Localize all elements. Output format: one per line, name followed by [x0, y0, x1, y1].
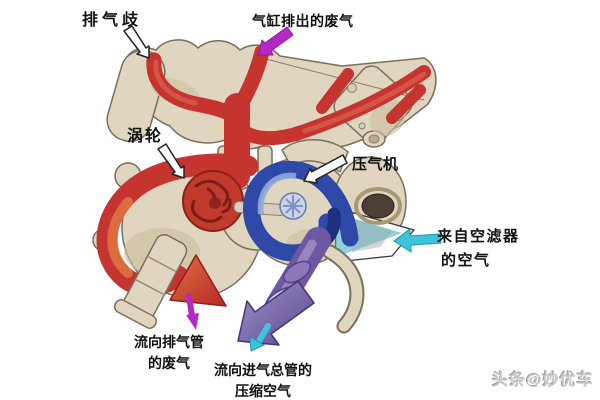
- runner-stub: [316, 68, 354, 114]
- label-compressed-air-to-intake: 流向进气总管的 压缩空气: [209, 360, 317, 400]
- label-exhaust-to-exhaust-pipe-line2: 的废气: [148, 355, 190, 371]
- compressed-air-pointer: [249, 323, 271, 352]
- intake-spiral-light: [257, 172, 297, 215]
- pipe-ring-upper: [282, 260, 312, 284]
- turbine-pointer-arrow: [157, 143, 185, 179]
- compressor-pointer-arrow: [303, 154, 348, 184]
- label-exhaust-manifold: 排气歧: [82, 12, 143, 29]
- bracket-loop: [324, 246, 363, 332]
- label-turbine: 涡轮: [127, 128, 164, 145]
- exhaust-out-pointer: [186, 293, 199, 330]
- label-cylinder-exhaust-gas: 气缸排出的废气: [252, 13, 354, 29]
- exhaust-out-arrow: [169, 254, 227, 307]
- exhaust-manifold-pointer-arrow: [123, 25, 150, 59]
- exhaust-flow-highlights: [153, 59, 427, 134]
- compressor-cylinder-bore: [354, 187, 402, 225]
- label-compressed-air-to-intake-line1: 流向进气总管的: [214, 362, 312, 378]
- label-air-from-filter-line1: 来自空滤器: [437, 228, 520, 245]
- label-exhaust-to-exhaust-pipe: 流向排气管 的废气: [127, 332, 211, 374]
- label-air-from-filter-line2: 的空气: [441, 252, 491, 269]
- watermark: 头条@妙优车: [492, 372, 594, 389]
- flange-bolt-holes: [347, 83, 403, 144]
- runner-stub: [386, 84, 426, 124]
- turbine-swirl-highlight: [107, 197, 133, 278]
- label-compressor: 压气机: [352, 156, 399, 173]
- turbine-wheel: [182, 170, 244, 232]
- exhaust-outlet-pipe: [113, 234, 188, 329]
- air-from-filter-arrow: [393, 228, 442, 253]
- cylinder-exhaust-pointer-arrow: [257, 26, 294, 56]
- label-exhaust-to-exhaust-pipe-line1: 流向排气管: [134, 334, 204, 350]
- compressor-wheel: [279, 192, 307, 220]
- label-compressed-air-to-intake-line2: 压缩空气: [235, 383, 291, 399]
